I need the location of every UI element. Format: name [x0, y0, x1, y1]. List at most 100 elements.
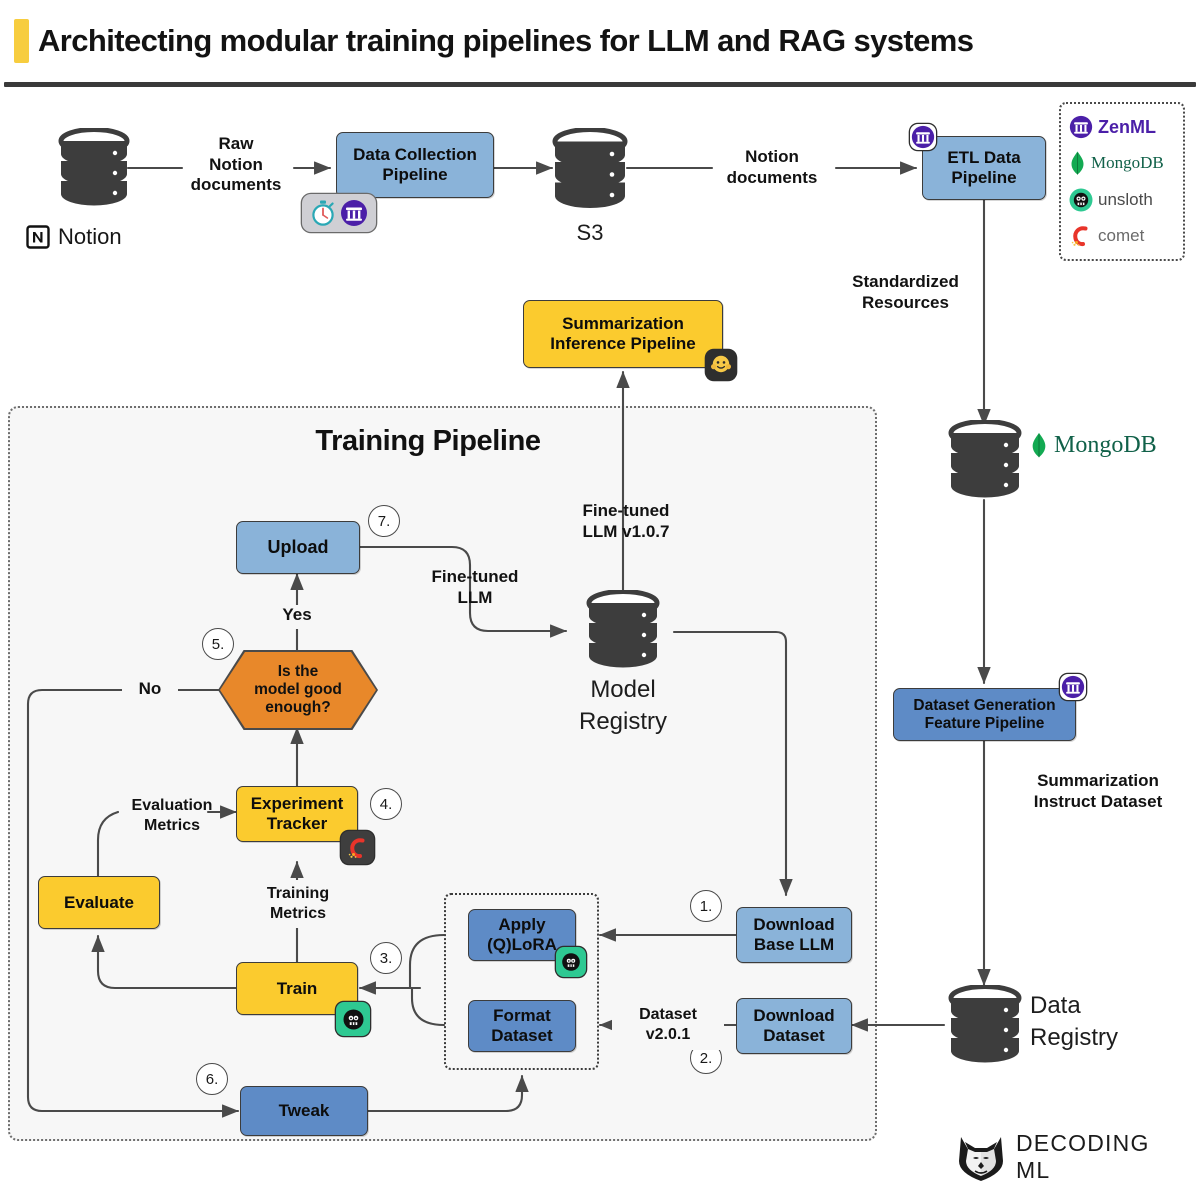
- page-title: Architecting modular training pipelines …: [38, 23, 974, 58]
- legend-item-zenml: ZenML: [1065, 110, 1179, 144]
- edge-label-fine-tuned-llm: Fine-tuned LLM: [431, 567, 519, 607]
- decoding-ml-wordmark: DECODING ML: [1016, 1130, 1150, 1183]
- step-number-5: 5.: [211, 635, 225, 653]
- step-number-4: 4.: [379, 795, 393, 813]
- experiment-tracker-comet-badge: [341, 831, 374, 864]
- mongodb-label-group: MongoDB: [1030, 428, 1200, 462]
- model-registry-label: Model Registry: [578, 676, 668, 736]
- model-preparation-group: [444, 893, 599, 1070]
- decision-is-model-good-enough[interactable]: Is the model good enough?: [220, 652, 376, 728]
- train-box[interactable]: Train: [236, 962, 358, 1015]
- upload-box[interactable]: Upload: [236, 521, 360, 574]
- format-dataset-box[interactable]: Format Dataset: [468, 1000, 576, 1052]
- apply-qlora-label: Apply (Q)LoRA: [487, 915, 557, 954]
- huggingface-icon: [710, 354, 732, 376]
- train-unsloth-badge: [336, 1002, 370, 1036]
- dataset-generation-feature-pipeline-box[interactable]: Dataset Generation Feature Pipeline: [893, 688, 1076, 741]
- legend-label-comet: comet: [1098, 225, 1145, 245]
- mongodb-icon: [1030, 432, 1048, 458]
- notion-label: Notion: [58, 224, 122, 249]
- zenml-icon: [340, 199, 368, 227]
- etl-pipeline-zenml-badge: [910, 124, 936, 150]
- notion-database: [58, 127, 130, 208]
- edge-label-yes: Yes: [262, 605, 332, 629]
- edge-label-raw-notion-documents: Raw Notion documents: [190, 133, 282, 195]
- s3-database: [552, 127, 628, 210]
- model-registry-database: [586, 589, 660, 670]
- notion-source-label-group: Notion: [26, 220, 186, 254]
- step-circle-1: 1.: [690, 890, 722, 922]
- step-number-2: 2.: [699, 1049, 713, 1067]
- etl-data-pipeline-box[interactable]: ETL Data Pipeline: [922, 136, 1046, 200]
- legend-item-comet: comet: [1065, 219, 1179, 253]
- step-circle-7: 7.: [368, 505, 400, 537]
- step-number-3: 3.: [379, 949, 393, 967]
- edge-label-summarization-instruct-dataset: Summarization Instruct Dataset: [1033, 771, 1163, 811]
- step-circle-5: 5.: [202, 628, 234, 660]
- experiment-tracker-label: Experiment Tracker: [250, 794, 344, 833]
- decoding-ml-logo: DECODING ML: [955, 1128, 1190, 1186]
- dataset-generation-label: Dataset Generation Feature Pipeline: [913, 696, 1056, 732]
- edge-label-dataset-version: Dataset v2.0.1: [612, 1000, 724, 1050]
- summarization-inference-label: Summarization Inference Pipeline: [550, 314, 696, 353]
- comet-icon: [1069, 224, 1093, 248]
- tweak-box[interactable]: Tweak: [240, 1086, 368, 1136]
- mongodb-database: [948, 419, 1022, 500]
- training-pipeline-title: Training Pipeline: [315, 425, 541, 457]
- header: Architecting modular training pipelines …: [0, 0, 1200, 87]
- data-collection-pipeline-badges: [302, 194, 376, 232]
- mongodb-label: MongoDB: [1054, 431, 1157, 458]
- comet-icon: [346, 836, 370, 860]
- mongodb-icon: [1069, 151, 1086, 175]
- data-collection-pipeline-box[interactable]: Data Collection Pipeline: [336, 132, 494, 198]
- edge-label-fine-tuned-llm-version: Fine-tuned LLM v1.0.7: [582, 501, 670, 541]
- notion-icon: [26, 225, 50, 249]
- apply-qlora-unsloth-badge: [556, 947, 586, 977]
- download-dataset-box[interactable]: Download Dataset: [736, 998, 852, 1054]
- legend-label-unsloth: unsloth: [1098, 189, 1153, 209]
- tech-stack-legend: ZenML MongoDB: [1059, 102, 1185, 261]
- stopwatch-icon: [310, 200, 336, 226]
- evaluate-box[interactable]: Evaluate: [38, 876, 160, 929]
- etl-data-pipeline-label: ETL Data Pipeline: [947, 148, 1021, 187]
- legend-label-zenml: ZenML: [1098, 116, 1156, 137]
- unsloth-icon: [1069, 188, 1093, 212]
- step-circle-6: 6.: [196, 1063, 228, 1095]
- unsloth-icon: [560, 951, 582, 973]
- s3-label: S3: [576, 220, 604, 245]
- legend-label-mongodb: MongoDB: [1091, 153, 1164, 173]
- edge-label-notion-documents: Notion documents: [726, 147, 818, 187]
- summarization-huggingface-badge: [706, 350, 736, 380]
- wolf-head-icon: [955, 1131, 1007, 1183]
- zenml-icon: [1069, 115, 1093, 139]
- tweak-label: Tweak: [278, 1101, 330, 1121]
- legend-item-unsloth: unsloth: [1065, 183, 1179, 217]
- data-registry-database: [948, 984, 1022, 1065]
- download-base-llm-box[interactable]: Download Base LLM: [736, 907, 852, 963]
- step-number-7: 7.: [377, 512, 391, 530]
- step-circle-3: 3.: [370, 942, 402, 974]
- summarization-inference-pipeline-box[interactable]: Summarization Inference Pipeline: [523, 300, 723, 368]
- zenml-icon: [911, 125, 935, 149]
- dataset-generation-zenml-badge: [1060, 674, 1086, 700]
- train-label: Train: [276, 978, 318, 998]
- upload-label: Upload: [267, 537, 329, 558]
- edge-label-standardized-resources: Standardized Resources: [852, 272, 959, 312]
- step-number-1: 1.: [699, 897, 713, 915]
- edge-label-evaluation-metrics: Evaluation Metrics: [131, 797, 213, 834]
- step-number-6: 6.: [205, 1070, 219, 1088]
- edge-label-training-metrics: Training Metrics: [236, 880, 360, 928]
- download-base-llm-label: Download Base LLM: [753, 915, 835, 954]
- download-dataset-label: Download Dataset: [753, 1006, 835, 1045]
- decision-label: Is the model good enough?: [254, 662, 342, 717]
- format-dataset-label: Format Dataset: [491, 1006, 553, 1045]
- data-collection-pipeline-label: Data Collection Pipeline: [353, 145, 477, 184]
- edge-label-no: No: [122, 679, 178, 703]
- zenml-icon: [1061, 675, 1085, 699]
- legend-item-mongodb: MongoDB: [1065, 146, 1179, 180]
- evaluate-label: Evaluate: [64, 892, 134, 912]
- unsloth-icon: [341, 1007, 366, 1032]
- step-circle-4: 4.: [370, 788, 402, 820]
- title-accent-bar: [14, 19, 29, 63]
- experiment-tracker-box[interactable]: Experiment Tracker: [236, 786, 358, 842]
